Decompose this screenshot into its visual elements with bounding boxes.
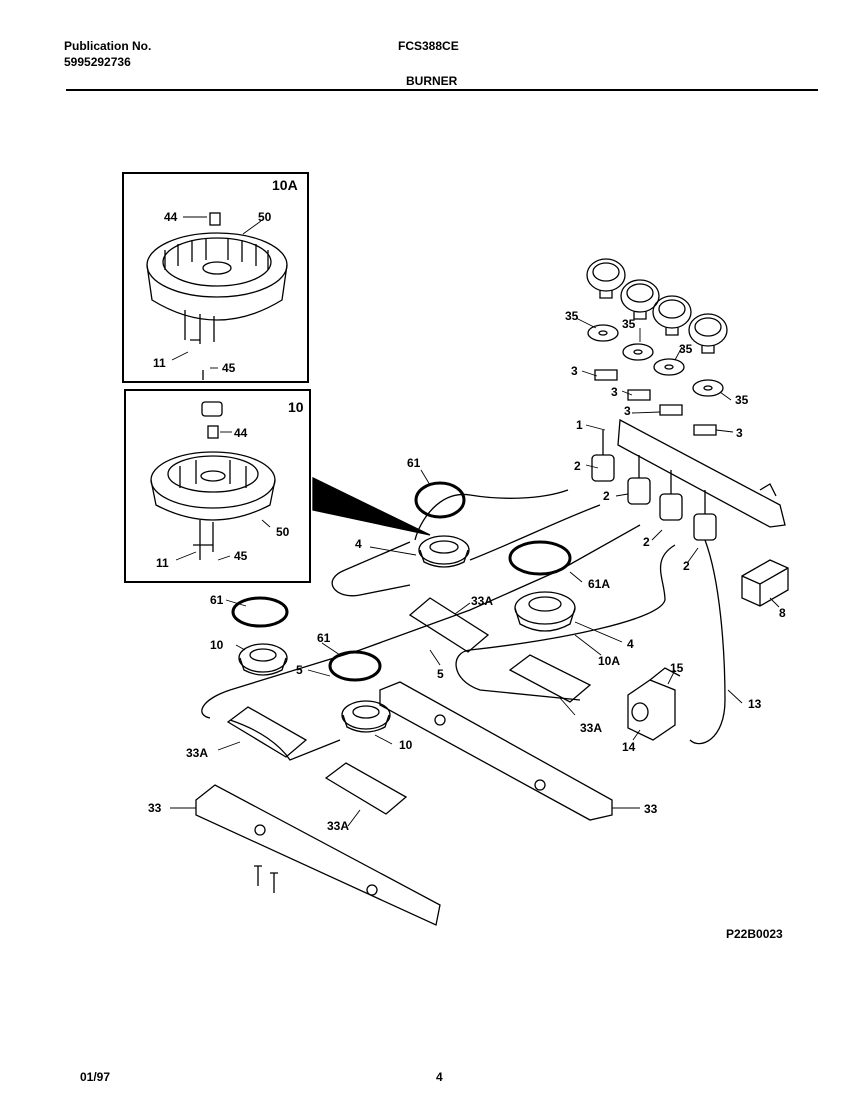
callout-8: 8 — [779, 606, 786, 620]
inset-10A-frame — [122, 172, 309, 383]
burner-head-icon — [238, 535, 576, 733]
leader-lines — [170, 216, 780, 827]
callout-50-b: 50 — [276, 525, 290, 539]
callout-61-b: 61 — [210, 593, 224, 607]
knob-icon — [586, 258, 728, 354]
callout-4-b: 4 — [627, 637, 634, 651]
callout-61-c: 61 — [317, 631, 331, 645]
burner-head-10A-icon — [146, 212, 288, 380]
footer-date: 01/97 — [80, 1070, 111, 1084]
callout-50-a: 50 — [258, 210, 272, 224]
callout-2-a: 2 — [574, 459, 581, 473]
callout-11-b: 11 — [156, 556, 169, 570]
callout-4-a: 4 — [355, 537, 362, 551]
callout-5-b: 5 — [296, 663, 303, 677]
callout-inset-10A: 10A — [272, 177, 298, 193]
section-title: BURNER — [406, 74, 458, 88]
callout-35-d: 35 — [735, 393, 749, 407]
burner-rail-icon — [195, 681, 613, 926]
valve-icon — [591, 430, 717, 541]
callout-35-c: 35 — [679, 342, 693, 356]
callout-33A-c: 33A — [186, 746, 208, 760]
publication-label: Publication No. — [64, 39, 152, 53]
burner-head-10-icon — [150, 401, 276, 560]
burner-ring-icon — [231, 481, 572, 682]
header-rule — [66, 89, 818, 91]
callout-61A: 61A — [588, 577, 610, 591]
callout-5-a: 5 — [437, 667, 444, 681]
callout-45-a: 45 — [222, 361, 236, 375]
callout-15: 15 — [670, 661, 684, 675]
callout-3-b: 3 — [611, 385, 618, 399]
callout-10-b: 10 — [399, 738, 413, 752]
callout-35-b: 35 — [622, 317, 636, 331]
callout-44-a: 44 — [164, 210, 178, 224]
gas-tube-icon — [201, 489, 726, 761]
callout-11-a: 11 — [153, 356, 166, 370]
callout-2-c: 2 — [643, 535, 650, 549]
callout-33-b: 33 — [644, 802, 658, 816]
model-number: FCS388CE — [398, 39, 459, 53]
callout-10A: 10A — [598, 654, 620, 668]
callout-45-b: 45 — [234, 549, 248, 563]
inset-10-frame — [124, 389, 311, 583]
bezel-washer-icon — [587, 324, 724, 397]
footer-page-number: 4 — [436, 1070, 443, 1084]
callout-61-a: 61 — [407, 456, 421, 470]
callout-14: 14 — [622, 740, 636, 754]
spark-module-icon — [741, 559, 789, 607]
callout-35-a: 35 — [565, 309, 579, 323]
callout-2-d: 2 — [683, 559, 690, 573]
pressure-regulator-icon — [627, 667, 681, 741]
callout-13: 13 — [748, 697, 762, 711]
callout-3-a: 3 — [571, 364, 578, 378]
clip-icon — [594, 369, 717, 436]
screw-icon — [254, 865, 278, 893]
callout-1: 1 — [576, 418, 583, 432]
callout-33-a: 33 — [148, 801, 162, 815]
manifold-pipe-icon — [617, 418, 786, 528]
callout-44-b: 44 — [234, 426, 248, 440]
heat-shield-icon — [226, 597, 592, 815]
publication-number: 5995292736 — [64, 55, 131, 69]
callout-2-b: 2 — [603, 489, 610, 503]
callout-inset-10: 10 — [288, 399, 304, 415]
callout-33A-b: 33A — [580, 721, 602, 735]
callout-10-a: 10 — [210, 638, 224, 652]
callout-3-c: 3 — [624, 404, 631, 418]
callout-33A-a: 33A — [471, 594, 493, 608]
drawing-number: P22B0023 — [726, 927, 783, 941]
callout-3-d: 3 — [736, 426, 743, 440]
callout-33A-d: 33A — [327, 819, 349, 833]
